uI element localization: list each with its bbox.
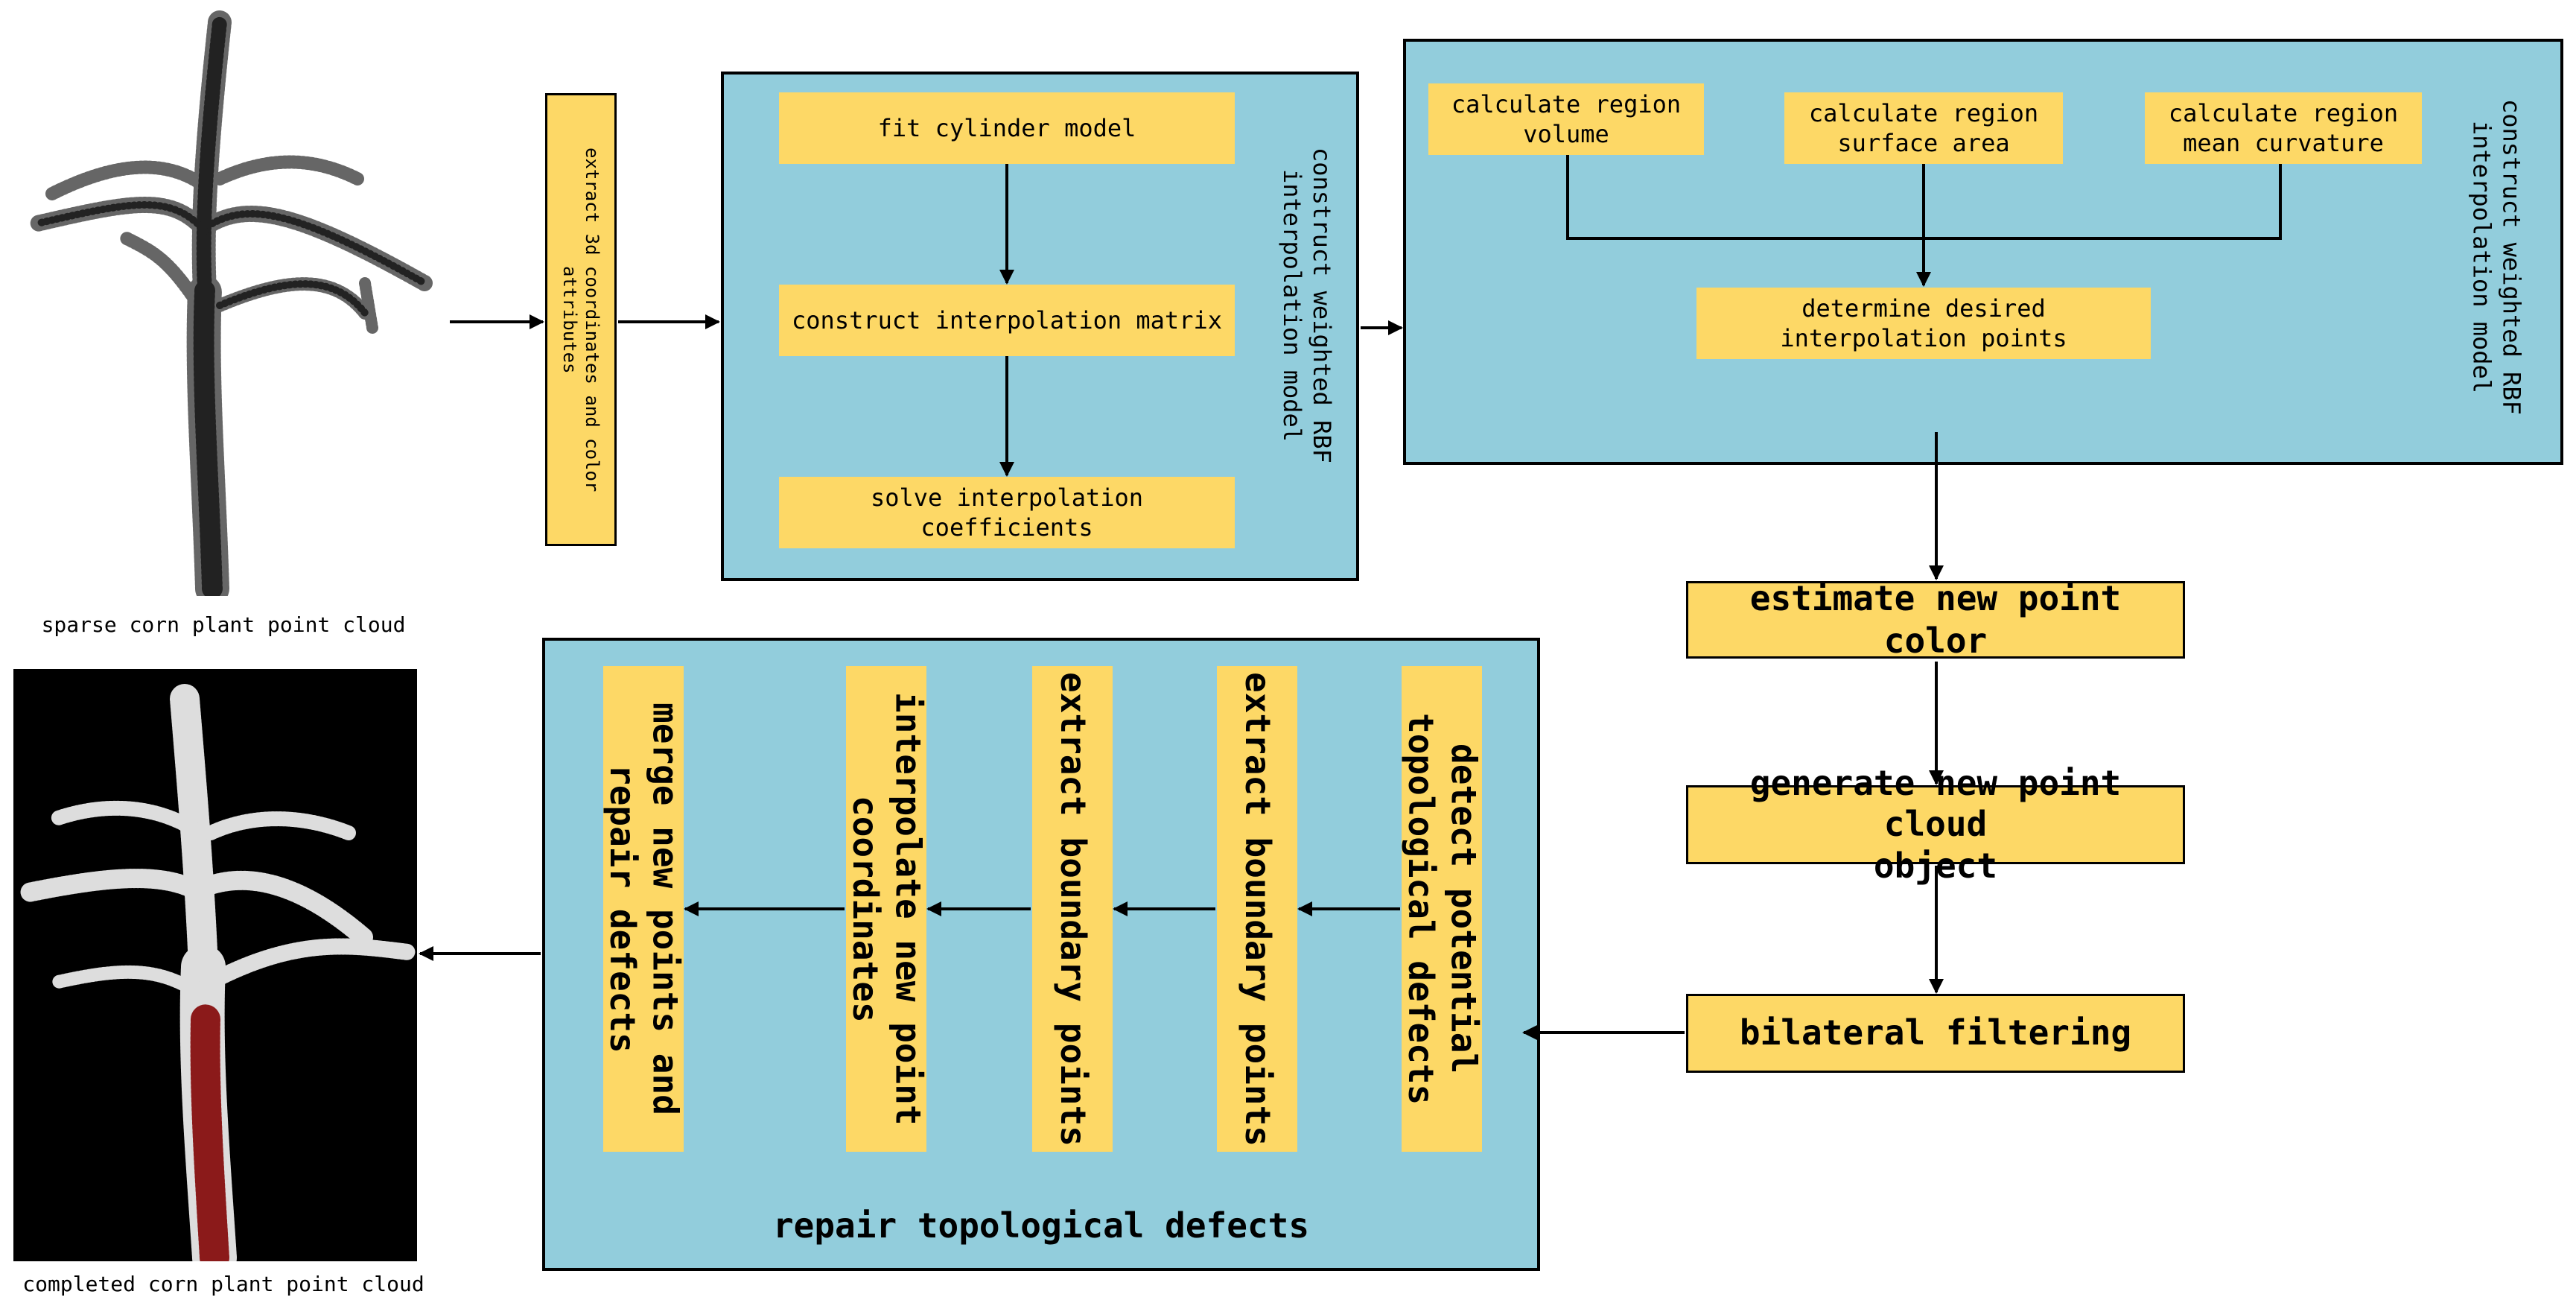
region-mean-curvature-box: calculate region mean curvature xyxy=(2145,92,2422,164)
interpolation-matrix-label: construct interpolation matrix xyxy=(792,306,1222,335)
rbf-model-panel-title: construct weighted RBF interpolation mod… xyxy=(1278,148,1336,463)
region-surface-area-label: calculate region surface area xyxy=(1808,99,2039,157)
merge-repair-box: merge new points and repair defects xyxy=(602,666,686,1152)
interpolate-coordinates-box: interpolate new point coordinates xyxy=(845,666,929,1152)
region-mean-curvature-label: calculate region mean curvature xyxy=(2168,99,2399,157)
fit-cylinder-label: fit cylinder model xyxy=(877,114,1136,142)
extract-boundary-label-left: extract boundary points xyxy=(1052,671,1093,1147)
bilateral-filtering-label: bilateral filtering xyxy=(1739,1012,2132,1053)
interpolation-coefficients-box: solve interpolation coefficients xyxy=(779,477,1235,548)
repair-defects-panel-title: repair topological defects xyxy=(772,1205,1310,1246)
estimate-color-label: estimate new point color xyxy=(1749,577,2122,662)
region-volume-box: calculate region volume xyxy=(1428,83,1704,155)
interpolation-matrix-box: construct interpolation matrix xyxy=(779,285,1235,356)
region-surface-area-box: calculate region surface area xyxy=(1784,92,2063,164)
bilateral-filtering-box: bilateral filtering xyxy=(1686,994,2185,1073)
completed-point-cloud-image xyxy=(13,669,417,1261)
merge-repair-label: merge new points and repair defects xyxy=(602,703,686,1115)
detect-defects-box: detect potential topological defects xyxy=(1401,666,1484,1152)
determine-points-box: determine desired interpolation points xyxy=(1696,288,2151,359)
detect-defects-label: detect potential topological defects xyxy=(1401,712,1484,1106)
extract-attributes-box: extract 3d coordinates and color attribu… xyxy=(545,93,617,546)
interpolation-coefficients-label: solve interpolation coefficients xyxy=(870,484,1144,542)
interpolate-coordinates-label: interpolate new point coordinates xyxy=(845,692,929,1126)
interpolation-points-panel-title: construct weighted RBF interpolation mod… xyxy=(2467,99,2526,415)
determine-points-label: determine desired interpolation points xyxy=(1780,294,2067,352)
fit-cylinder-box: fit cylinder model xyxy=(779,92,1235,164)
completed-image-caption: completed corn plant point cloud xyxy=(22,1272,424,1296)
extract-attributes-label: extract 3d coordinates and color attribu… xyxy=(559,147,602,492)
estimate-color-box: estimate new point color xyxy=(1686,578,2185,661)
sparse-point-cloud-image xyxy=(29,10,433,596)
extract-boundary-box-left: extract boundary points xyxy=(1032,666,1113,1152)
region-volume-label: calculate region volume xyxy=(1451,90,1682,148)
extract-boundary-label-right: extract boundary points xyxy=(1237,671,1278,1147)
sparse-image-caption: sparse corn plant point cloud xyxy=(41,612,406,637)
extract-boundary-box-right: extract boundary points xyxy=(1217,666,1297,1152)
